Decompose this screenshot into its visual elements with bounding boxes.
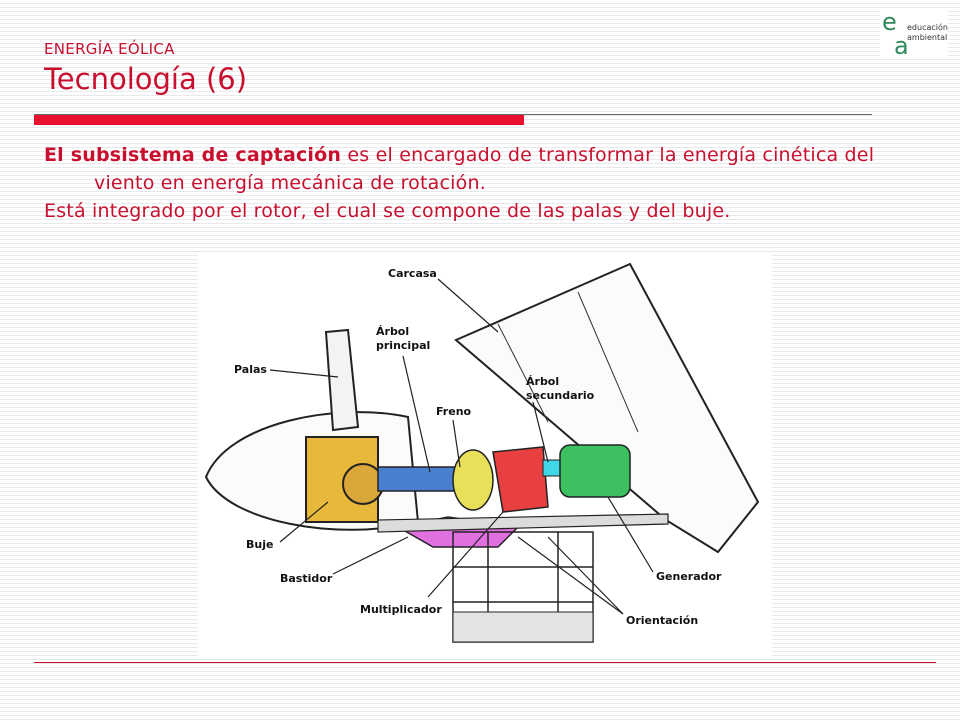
gearbox-shape xyxy=(492,446,549,513)
label-freno: Freno xyxy=(436,405,472,418)
ea-logo-icon: e a educación ambiental xyxy=(882,8,948,60)
label-buje: Buje xyxy=(246,538,273,551)
label-arbol-secundario-1: Árbol xyxy=(526,375,559,388)
label-generador: Generador xyxy=(656,570,722,583)
footer-divider-line xyxy=(34,662,936,663)
logo-line2: ambiental xyxy=(907,33,947,42)
label-multiplicador: Multiplicador xyxy=(360,603,442,616)
label-palas: Palas xyxy=(234,363,267,376)
education-logo: e a educación ambiental xyxy=(880,8,948,60)
paragraph-captacion: El subsistema de captación es el encarga… xyxy=(44,141,924,197)
title-accent-bar xyxy=(34,115,524,125)
nacelle-illustration: Carcasa Árbol principal Palas Árbol secu… xyxy=(204,262,760,643)
title-divider-line xyxy=(34,114,872,115)
section-label: ENERGÍA EÓLICA xyxy=(44,40,175,58)
bold-term: El subsistema de captación xyxy=(44,144,342,166)
generator-shape xyxy=(559,444,631,498)
svg-text:e: e xyxy=(882,8,897,36)
label-orientacion: Orientación xyxy=(626,614,698,627)
page-title: Tecnología (6) xyxy=(44,62,248,96)
label-carcasa: Carcasa xyxy=(388,267,437,280)
label-arbol-principal-1: Árbol xyxy=(376,325,409,338)
carcasa-shape xyxy=(454,262,760,554)
svg-text:a: a xyxy=(894,32,909,58)
blade-shape xyxy=(324,328,360,432)
brake-shape xyxy=(452,449,494,511)
logo-line1: educación xyxy=(907,22,948,32)
paragraph-captacion-rest: es el encargado de transformar la energí… xyxy=(94,144,875,194)
paragraph-rotor: Está integrado por el rotor, el cual se … xyxy=(44,200,731,222)
leader-lines xyxy=(269,278,654,615)
label-bastidor: Bastidor xyxy=(280,572,333,585)
platform-shape xyxy=(377,513,669,533)
slide-body: El subsistema de captación es el encarga… xyxy=(44,141,924,225)
label-arbol-secundario-2: secundario xyxy=(526,389,595,402)
label-arbol-principal-2: principal xyxy=(376,339,430,352)
wind-turbine-nacelle-diagram: Carcasa Árbol principal Palas Árbol secu… xyxy=(198,252,772,656)
